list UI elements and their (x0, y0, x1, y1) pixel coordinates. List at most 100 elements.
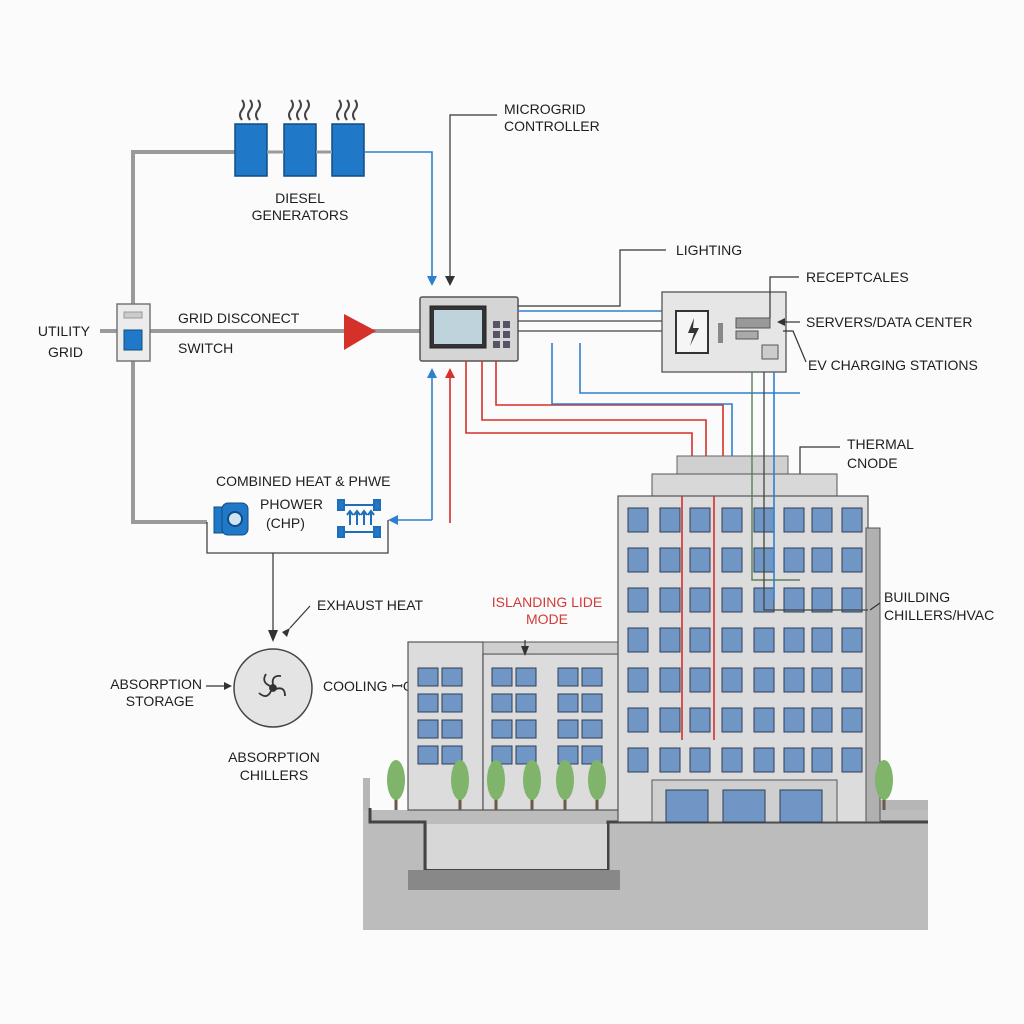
microgrid-controller: MICROGRID CONTROLLER (364, 101, 600, 362)
window (441, 693, 463, 713)
window (515, 667, 537, 687)
tree (588, 760, 606, 800)
window (721, 547, 743, 573)
switch-handle (123, 329, 143, 351)
window (491, 693, 513, 713)
window (627, 667, 649, 693)
generator-1 (234, 123, 268, 177)
window (689, 747, 711, 773)
window (753, 747, 775, 773)
window (841, 707, 863, 733)
building-chillers-label-1: BUILDING (884, 589, 950, 605)
window (491, 667, 513, 687)
window (659, 507, 681, 533)
window (811, 667, 833, 693)
window (783, 587, 805, 613)
window (811, 627, 833, 653)
cooling-loop-label: COOLING ꟷOP (323, 678, 423, 694)
window (721, 587, 743, 613)
generator-3 (331, 123, 365, 177)
window (491, 745, 513, 765)
absorption-storage-label-1: ABSORPTION (110, 676, 202, 692)
window (557, 719, 579, 739)
heat-exchanger-icon (337, 499, 381, 538)
window (721, 507, 743, 533)
window (689, 507, 711, 533)
distribution-panel: LIGHTING RECEPTCALES SERVERS/DATA CENTER… (518, 242, 978, 373)
chp-turbine-icon (213, 502, 249, 536)
window (417, 693, 439, 713)
controller-display (434, 310, 482, 344)
chp-sub-label-1: PHOWER (260, 496, 323, 512)
window (721, 627, 743, 653)
chp-unit: COMBINED HEAT & PHWE PHOWER (CHP) (206, 473, 391, 554)
window (581, 693, 603, 713)
window (417, 667, 439, 687)
window (557, 693, 579, 713)
window (659, 747, 681, 773)
window (689, 667, 711, 693)
controller-label-1: MICROGRID (504, 101, 586, 117)
tree (487, 760, 505, 800)
chp-title: COMBINED HEAT & PHWE (216, 473, 391, 489)
window (627, 587, 649, 613)
window (581, 667, 603, 687)
thermal-node-label-2: CNODE (847, 455, 898, 471)
window (441, 667, 463, 687)
window (721, 707, 743, 733)
exhaust-heat-label: EXHAUST HEAT (317, 597, 424, 613)
tree (451, 760, 469, 800)
window (783, 667, 805, 693)
diesel-generators-label-2: GENERATORS (252, 207, 349, 223)
window (811, 507, 833, 533)
window (689, 707, 711, 733)
islanding-mode-label-2: MODE (526, 611, 568, 627)
window (491, 719, 513, 739)
chp-sub-label-2: (CHP) (266, 515, 305, 531)
window (515, 693, 537, 713)
entrance-doors (665, 789, 823, 823)
ground (363, 778, 928, 930)
fan-icon (258, 673, 286, 697)
window (627, 707, 649, 733)
window (811, 707, 833, 733)
window (581, 719, 603, 739)
window (783, 627, 805, 653)
window (783, 707, 805, 733)
tree (387, 760, 405, 800)
window (783, 547, 805, 573)
window (841, 507, 863, 533)
grid-disconnect-label: GRID DISCONECT (178, 310, 300, 326)
absorption-chillers-label-1: ABSORPTION (228, 749, 320, 765)
window (721, 667, 743, 693)
islanding-mode-label-1: ISLANDING LIDE (492, 594, 602, 610)
ev-charging-label: EV CHARGING STATIONS (808, 357, 978, 373)
window (441, 745, 463, 765)
diesel-generators: DIESEL GENERATORS (234, 99, 365, 223)
window (417, 719, 439, 739)
absorption-chiller: EXHAUST HEAT ABSORPTION STORAGE COOLING … (110, 553, 424, 783)
window (753, 667, 775, 693)
thermal-node-label-1: THERMAL (847, 436, 914, 452)
window (783, 747, 805, 773)
window (627, 747, 649, 773)
window (841, 667, 863, 693)
window (689, 587, 711, 613)
tree (556, 760, 574, 800)
window (841, 547, 863, 573)
exhaust-icon (239, 99, 358, 121)
tree (523, 760, 541, 800)
controller-keypad (493, 321, 510, 348)
window (841, 627, 863, 653)
building-chillers-label-2: CHILLERS/HVAC (884, 607, 994, 623)
window (441, 719, 463, 739)
window (841, 747, 863, 773)
receptacles-label: RECEPTCALES (806, 269, 909, 285)
window (721, 747, 743, 773)
window (689, 627, 711, 653)
utility-grid-label-1: UTILITY (38, 323, 91, 339)
grid-disconnect-switch: UTILITY GRID GRID DISCONECT SWITCH (38, 303, 376, 362)
window (811, 747, 833, 773)
window (689, 547, 711, 573)
